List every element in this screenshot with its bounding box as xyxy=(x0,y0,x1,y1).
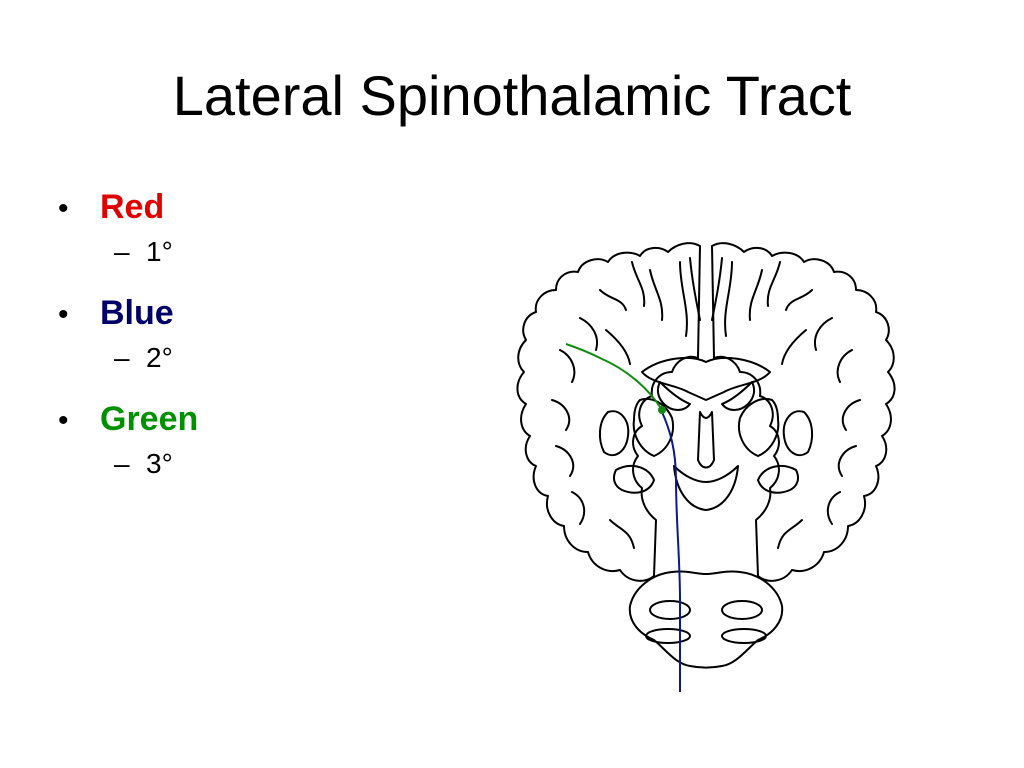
right-hemisphere-outline xyxy=(711,242,896,582)
pons xyxy=(628,570,784,669)
right-lateral-ventricle xyxy=(721,381,756,411)
left-sulci xyxy=(551,261,688,549)
sub-dash-icon: – xyxy=(114,236,130,267)
bullet-dot-icon: • xyxy=(58,404,69,437)
left-temporal-inner xyxy=(613,464,655,494)
sub-label-second-order: 2° xyxy=(146,342,173,373)
left-lateral-ventricle xyxy=(656,381,691,411)
right-sulci xyxy=(724,261,861,549)
bullet-dot-icon: • xyxy=(58,298,69,331)
sub-label-third-order: 3° xyxy=(146,448,173,479)
bullet-label-green: Green xyxy=(100,400,199,438)
bullet-green: • Green – 3° xyxy=(58,400,198,506)
right-thalamus xyxy=(738,398,780,457)
midbrain xyxy=(673,465,739,511)
third-ventricle xyxy=(697,411,715,469)
sub-dash-icon: – xyxy=(114,448,130,479)
sub-label-first-order: 1° xyxy=(146,236,173,267)
bullet-blue: • Blue – 2° xyxy=(58,294,198,400)
sub-dash-icon: – xyxy=(114,342,130,373)
blue-tract-second-order xyxy=(661,411,681,692)
green-tract-third-order xyxy=(565,343,663,411)
right-temporal-inner xyxy=(757,464,799,494)
upper-cortex-folds xyxy=(605,257,807,365)
bullet-label-red: Red xyxy=(100,188,165,226)
bullet-list: • Red – 1° • Blue – 2° • Green – 3° xyxy=(58,188,198,506)
bullet-label-blue: Blue xyxy=(100,294,174,332)
bullet-red: • Red – 1° xyxy=(58,188,198,294)
left-hemisphere-outline xyxy=(516,242,701,582)
pons-nucleus-lower-right xyxy=(721,628,767,644)
pons-nucleus-upper-left xyxy=(649,600,691,620)
brain-coronal-section-diagram xyxy=(516,242,896,692)
lentiform-right xyxy=(782,410,814,457)
bullet-dot-icon: • xyxy=(58,192,69,225)
pons-nucleus-lower-left xyxy=(645,628,691,644)
pons-nucleus-upper-right xyxy=(721,600,763,620)
green-tract-endpoint xyxy=(658,406,666,414)
lentiform-left xyxy=(598,410,630,457)
slide-title: Lateral Spinothalamic Tract xyxy=(172,64,852,127)
corpus-callosum xyxy=(641,356,771,401)
